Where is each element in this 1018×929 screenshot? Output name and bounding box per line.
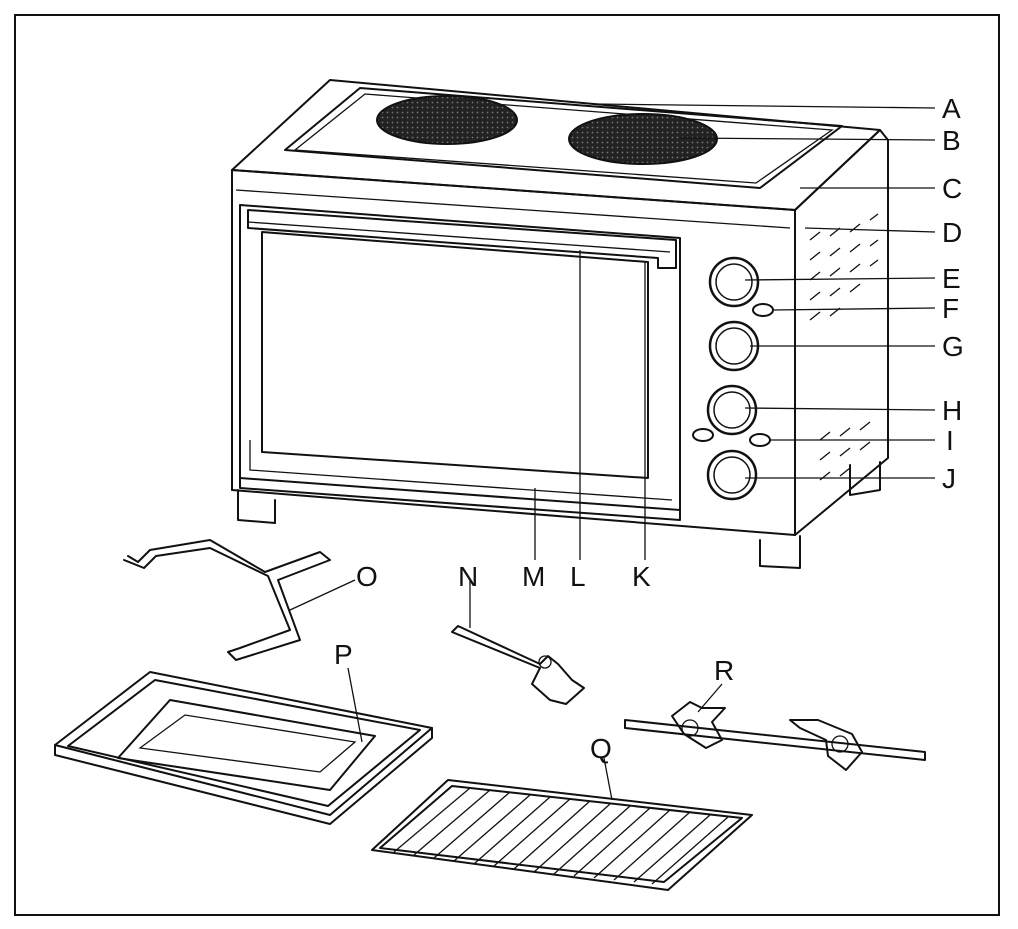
wire-grill-q [371,779,753,891]
rack-handle-o [123,539,331,661]
oven-body [231,79,889,569]
leader-lines [289,103,936,801]
label-l: L [570,561,586,592]
label-d: D [942,217,962,248]
label-b: B [942,125,961,156]
label-c: C [942,173,962,204]
hotplate-left [376,95,518,145]
label-p: P [334,639,353,670]
label-a: A [942,93,961,124]
hotplate-right [568,113,718,165]
label-h: H [942,395,962,426]
label-f: F [942,293,959,324]
figure-frame [14,14,1000,916]
label-k: K [632,561,651,592]
control-knobs [692,256,774,501]
label-g: G [942,331,964,362]
callout-labels: A B C D E F G H I J K L M N O P Q R [334,93,964,764]
label-m: M [522,561,545,592]
label-o: O [356,561,378,592]
label-i: I [946,425,954,456]
label-e: E [942,263,961,294]
label-r: R [714,655,734,686]
baking-tray-p [54,671,433,825]
label-j: J [942,463,956,494]
label-q: Q [590,733,612,764]
rotisserie-spit-r [624,701,926,771]
label-n: N [458,561,478,592]
rotisserie-handle-n [451,625,585,705]
